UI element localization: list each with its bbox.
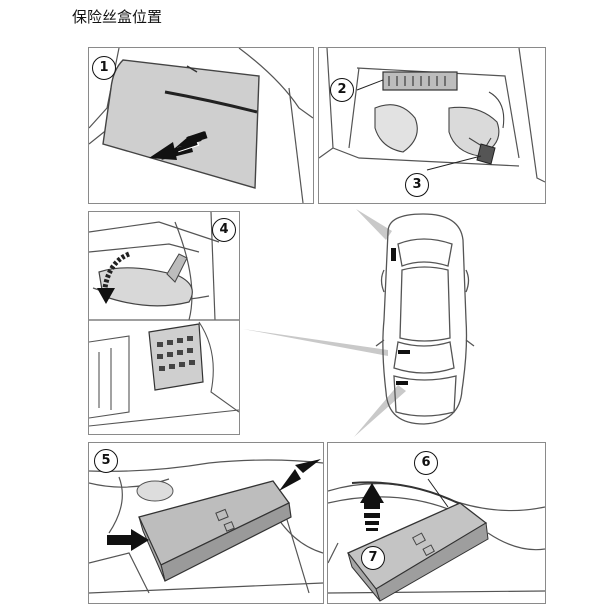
callout-6: 6 <box>414 451 438 475</box>
fuse-box-rear-graphic <box>382 71 458 91</box>
fuse-box-secondary <box>476 143 496 165</box>
fuse-box-marker-left <box>398 350 410 354</box>
fuse-box-marker-front <box>396 381 408 385</box>
car-wheel-arch-right <box>465 269 470 293</box>
pull-arrow-head-icon <box>149 142 177 160</box>
panel-2-3-rear-fuse-box: 2 3 <box>318 47 546 204</box>
leader-wedge-rear <box>356 209 392 240</box>
car-mirror-right <box>465 339 475 347</box>
callout-2: 2 <box>330 78 354 102</box>
leader-wedge-left <box>243 329 388 356</box>
panel-4-cabin-fuse-box: 4 <box>88 211 240 435</box>
rotate-arrow-icon <box>97 251 131 304</box>
car-rear-window <box>397 238 453 267</box>
fuse-box-cabin-graphic <box>148 323 204 391</box>
car-roof <box>399 266 451 342</box>
fuse-box-marker-rear <box>391 248 396 261</box>
panel-5-engine-bay-cover-clips: 5 <box>88 442 324 604</box>
car-body-outline <box>382 213 468 425</box>
press-arrow-icon-top <box>279 459 321 491</box>
vehicle-overview-diagram <box>243 209 475 437</box>
fuse-box-cover-6 <box>346 502 489 602</box>
fuse-box-cover-5 <box>138 480 292 582</box>
callout-1: 1 <box>92 56 116 80</box>
callout-5: 5 <box>94 449 118 473</box>
trim-panel-shape <box>102 59 260 189</box>
car-mirror-left <box>375 339 385 347</box>
page-title: 保险丝盒位置 <box>72 8 163 26</box>
leader-wedge-front <box>354 385 406 437</box>
car-wheel-arch-left <box>380 269 385 293</box>
callout-4: 4 <box>212 218 236 242</box>
car-windscreen <box>393 341 455 374</box>
panel-6-7-engine-bay-cover-lift: 6 7 <box>327 442 546 604</box>
lift-arrow-icon <box>360 483 384 531</box>
panel-1-luggage-trim: 1 <box>88 47 314 204</box>
callout-7: 7 <box>361 546 385 570</box>
car-bonnet <box>393 375 457 417</box>
callout-3: 3 <box>405 173 429 197</box>
trim-cover-4 <box>98 267 193 307</box>
press-arrow-icon-left <box>107 529 149 551</box>
